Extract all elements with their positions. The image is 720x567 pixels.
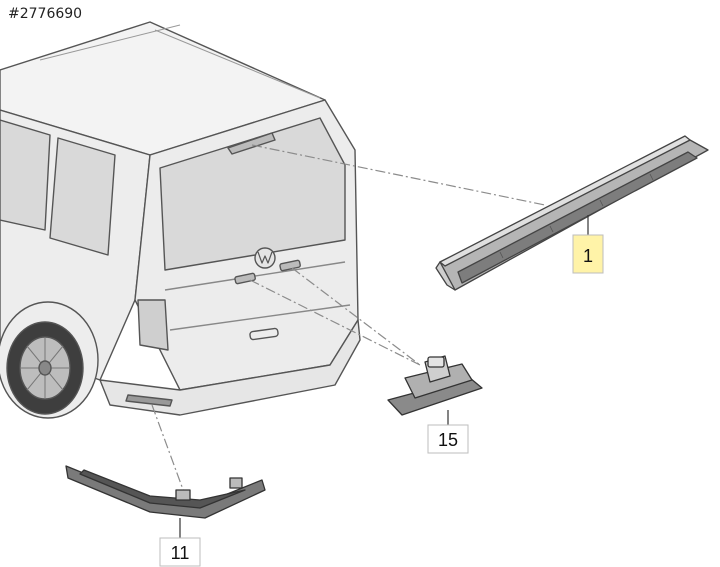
callout-15[interactable]: 15 [427, 410, 469, 454]
reflector-clip-left [175, 489, 191, 501]
rear-bumper [99, 319, 361, 416]
reflector-clip-right [229, 477, 243, 489]
vw-badge [254, 247, 276, 269]
van-brake-light [227, 132, 276, 155]
part-15-plate-lamp [387, 355, 483, 416]
van-illustration [0, 21, 361, 419]
leader-line-1 [251, 144, 546, 206]
brake-light-top [439, 135, 691, 267]
callout-11[interactable]: 11 [159, 518, 201, 567]
plate-lamp-connector-top [427, 356, 445, 368]
reflector-strip-face [79, 469, 246, 509]
roof-ridge [39, 24, 321, 99]
callout-15-label: 15 [438, 430, 458, 450]
wheel-hub [38, 360, 52, 376]
part-11-reflector-strip [65, 465, 266, 519]
van-plate-lamp-right [279, 259, 301, 272]
callout-11-label: 11 [171, 543, 190, 563]
tailgate-line [169, 304, 351, 331]
rear-window [159, 117, 346, 271]
van-plate-lamp-left [234, 272, 256, 285]
callout-1[interactable]: 1 [572, 215, 604, 274]
leader-line-11 [151, 404, 186, 496]
leader-lines [151, 144, 546, 496]
part-1-brake-light [435, 135, 709, 291]
brake-light-ribs [499, 173, 654, 259]
brake-light-end-cap [435, 261, 456, 291]
leader-line-15a [249, 279, 421, 366]
callout-11-box [159, 537, 201, 567]
bumper-reflector [125, 394, 173, 407]
side-window-rear [49, 137, 116, 256]
callout-15-box [427, 424, 469, 454]
brake-light-lens [457, 151, 698, 284]
leader-line-15b [291, 267, 421, 366]
callout-1-box [572, 234, 604, 274]
callout-1-label: 1 [583, 246, 593, 266]
vw-badge-mark [257, 251, 273, 264]
diagram-id: #2776690 [8, 6, 83, 22]
tailgate-handle [249, 327, 279, 341]
tail-light [137, 299, 169, 351]
side-window-front [0, 119, 51, 231]
